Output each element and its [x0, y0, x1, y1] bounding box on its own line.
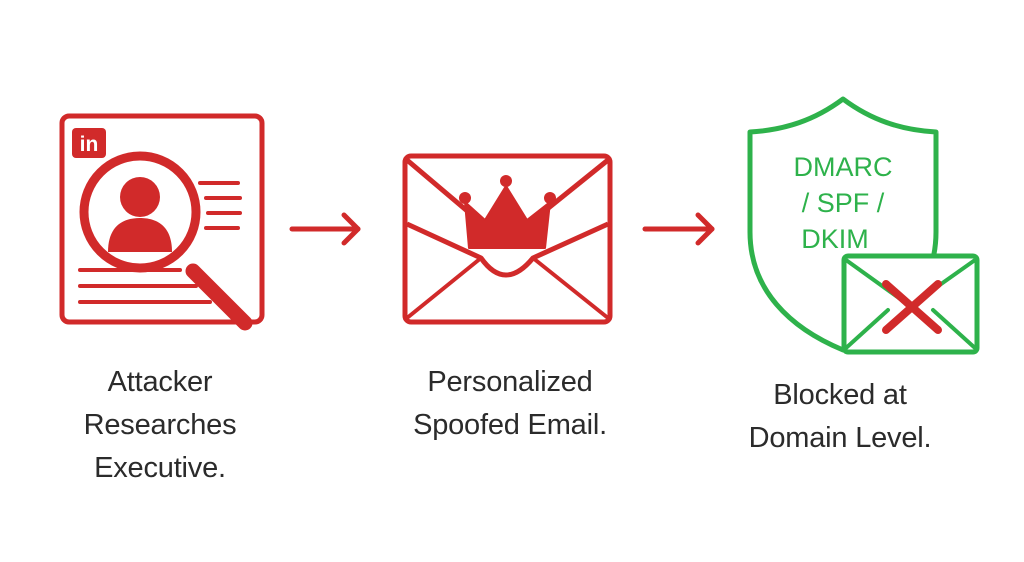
caption-line: Attacker — [107, 366, 213, 398]
shield-text-spf: / SPF / — [802, 188, 885, 218]
step-2-spoofed-email-icon — [402, 153, 613, 325]
person-icon — [108, 177, 172, 252]
linkedin-icon: in — [72, 128, 106, 158]
caption-line: Blocked at — [773, 379, 907, 411]
profile-document-icon — [59, 113, 265, 325]
arrow-right-icon — [289, 212, 361, 246]
crown-icon — [459, 175, 556, 249]
linkedin-badge-text: in — [80, 133, 99, 156]
shield-text-dmarc: DMARC — [794, 152, 893, 182]
arrow-right-icon — [642, 212, 715, 246]
step-3-blocked-icon: DMARC / SPF / DKIM — [747, 96, 980, 355]
caption-line: Spoofed Email. — [413, 409, 607, 441]
shield-text-dkim: DKIM — [801, 224, 869, 254]
caption-line: Researches — [83, 409, 237, 441]
step-3-caption: Blocked at Domain Level. — [730, 374, 950, 460]
caption-line: Personalized — [427, 366, 593, 398]
caption-line: Executive. — [94, 452, 226, 484]
step-2-caption: Personalized Spoofed Email. — [380, 361, 640, 447]
caption-line: Domain Level. — [748, 422, 932, 454]
step-1-caption: Attacker Researches Executive. — [60, 361, 260, 490]
x-mark-icon — [882, 280, 942, 334]
step-1-research-icon: in — [59, 113, 265, 331]
